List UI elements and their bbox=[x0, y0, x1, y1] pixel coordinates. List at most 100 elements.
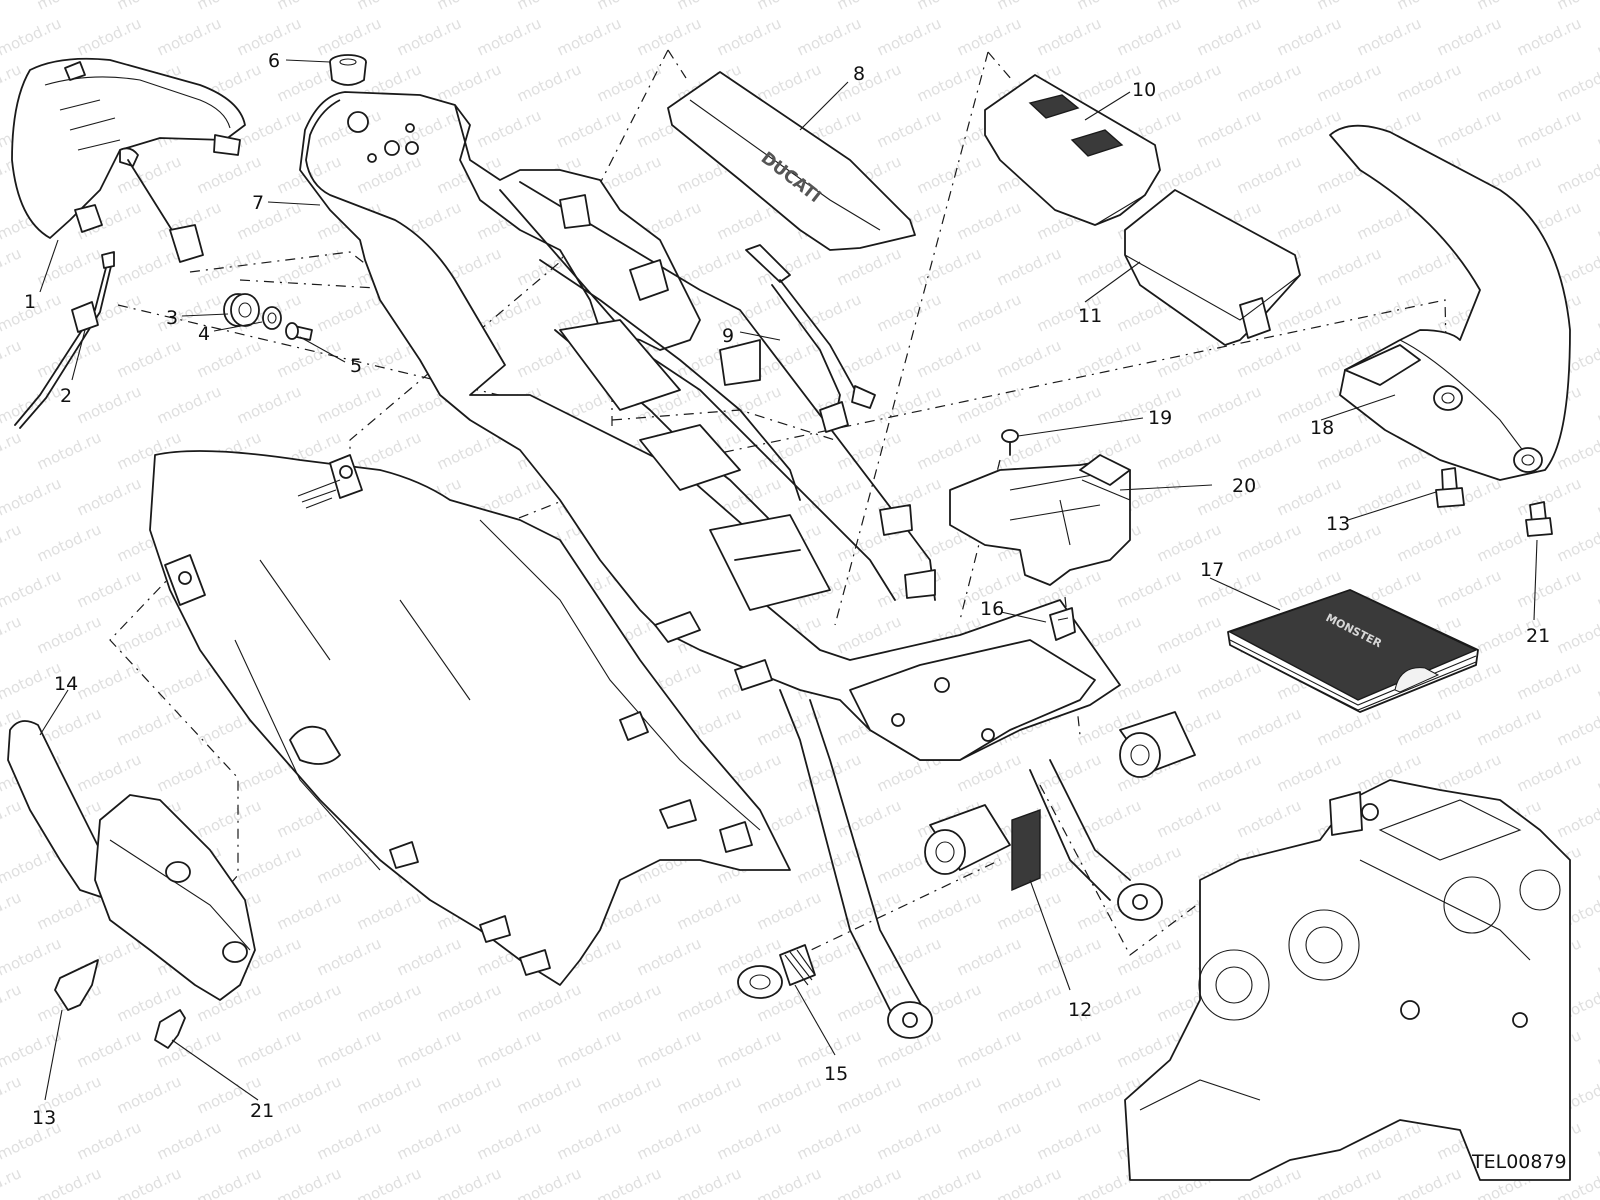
watermark-text: motod.ru bbox=[674, 244, 744, 289]
watermark-text: motod.ru bbox=[1434, 750, 1504, 795]
watermark-text: motod.ru bbox=[394, 1118, 464, 1163]
watermark-text: motod.ru bbox=[1314, 244, 1384, 289]
watermark-text: motod.ru bbox=[754, 0, 824, 14]
callout-3: 3 bbox=[166, 307, 178, 329]
watermark-text: motod.ru bbox=[394, 1026, 464, 1071]
watermark-text: motod.ru bbox=[1594, 382, 1600, 427]
watermark-text: motod.ru bbox=[354, 428, 424, 473]
watermark-text: motod.ru bbox=[954, 1118, 1024, 1163]
watermark-text: motod.ru bbox=[394, 106, 464, 151]
watermark-text: motod.ru bbox=[114, 336, 184, 381]
watermark-text: motod.ru bbox=[594, 1164, 664, 1200]
watermark-text: motod.ru bbox=[954, 382, 1024, 427]
watermark-text: motod.ru bbox=[354, 980, 424, 1025]
watermark-text: motod.ru bbox=[74, 566, 144, 611]
watermark-text: motod.ru bbox=[674, 888, 744, 933]
watermark-text: motod.ru bbox=[0, 1164, 24, 1200]
watermark-text: motod.ru bbox=[754, 1164, 824, 1200]
watermark-text: motod.ru bbox=[834, 428, 904, 473]
watermark-text: motod.ru bbox=[1154, 428, 1224, 473]
watermark-text: motod.ru bbox=[1274, 198, 1344, 243]
watermark-text: motod.ru bbox=[1474, 60, 1544, 105]
watermark-text: motod.ru bbox=[594, 60, 664, 105]
watermark-text: motod.ru bbox=[1314, 60, 1384, 105]
callout-21-right: 21 bbox=[1526, 625, 1550, 647]
watermark-text: motod.ru bbox=[34, 0, 104, 14]
watermark-text: motod.ru bbox=[1074, 336, 1144, 381]
watermark-text: motod.ru bbox=[114, 0, 184, 14]
watermark-text: motod.ru bbox=[434, 1072, 504, 1117]
grommet-part-3 bbox=[223, 293, 260, 327]
watermark-text: motod.ru bbox=[554, 14, 624, 59]
watermark-text: motod.ru bbox=[1514, 14, 1584, 59]
watermark-text: motod.ru bbox=[1154, 336, 1224, 381]
watermark-text: motod.ru bbox=[1434, 566, 1504, 611]
watermark-text: motod.ru bbox=[1154, 612, 1224, 657]
watermark-text: motod.ru bbox=[34, 1164, 104, 1200]
watermark-text: motod.ru bbox=[354, 1072, 424, 1117]
watermark-text: motod.ru bbox=[1234, 796, 1304, 841]
watermark-text: motod.ru bbox=[0, 980, 24, 1025]
watermark-text: motod.ru bbox=[154, 382, 224, 427]
rear-subframe bbox=[299, 91, 1196, 1039]
watermark-text: motod.ru bbox=[634, 1118, 704, 1163]
watermark-text: motod.ru bbox=[834, 0, 904, 14]
watermark-text: motod.ru bbox=[1234, 0, 1304, 14]
watermark-text: motod.ru bbox=[1234, 60, 1304, 105]
watermark-text: motod.ru bbox=[794, 14, 864, 59]
control-unit-part-11 bbox=[1124, 189, 1301, 346]
watermark-text: motod.ru bbox=[1114, 842, 1184, 887]
watermark-text: motod.ru bbox=[594, 0, 664, 14]
watermark-text: motod.ru bbox=[0, 428, 24, 473]
callout-17: 17 bbox=[1200, 559, 1224, 581]
cable-tie-part-2 bbox=[14, 251, 115, 429]
callout-6: 6 bbox=[268, 50, 280, 72]
watermark-text: motod.ru bbox=[1034, 750, 1104, 795]
watermark-text: motod.ru bbox=[914, 0, 984, 14]
watermark-text: motod.ru bbox=[1594, 934, 1600, 979]
watermark-text: motod.ru bbox=[1114, 658, 1184, 703]
watermark-text: motod.ru bbox=[994, 336, 1064, 381]
watermark-text: motod.ru bbox=[634, 934, 704, 979]
watermark-text: motod.ru bbox=[0, 612, 24, 657]
watermark-text: motod.ru bbox=[1314, 1164, 1384, 1200]
watermark-text: motod.ru bbox=[354, 1164, 424, 1200]
watermark-text: motod.ru bbox=[1554, 60, 1600, 105]
watermark-text: motod.ru bbox=[914, 1072, 984, 1117]
watermark-text: motod.ru bbox=[234, 1118, 304, 1163]
watermark-text: motod.ru bbox=[1274, 290, 1344, 335]
watermark-text: motod.ru bbox=[1154, 152, 1224, 197]
watermark-text: motod.ru bbox=[114, 1072, 184, 1117]
watermark-text: motod.ru bbox=[1554, 0, 1600, 14]
watermark-text: motod.ru bbox=[74, 658, 144, 703]
watermark-text: motod.ru bbox=[154, 750, 224, 795]
watermark-text: motod.ru bbox=[714, 14, 784, 59]
watermark-text: motod.ru bbox=[0, 0, 24, 14]
watermark-text: motod.ru bbox=[1314, 704, 1384, 749]
watermark-text: motod.ru bbox=[1514, 106, 1584, 151]
watermark-text: motod.ru bbox=[874, 1118, 944, 1163]
callout-7: 7 bbox=[252, 192, 264, 214]
callout-9: 9 bbox=[722, 325, 734, 347]
watermark-text: motod.ru bbox=[274, 1164, 344, 1200]
watermark-text: motod.ru bbox=[274, 1072, 344, 1117]
watermark-text: motod.ru bbox=[1074, 796, 1144, 841]
watermark-text: motod.ru bbox=[1234, 152, 1304, 197]
part-number-callouts: 1 2 3 4 5 6 7 8 9 10 11 12 13 13 14 15 1… bbox=[24, 50, 1550, 1129]
watermark-text: motod.ru bbox=[474, 106, 544, 151]
watermark-text: motod.ru bbox=[34, 612, 104, 657]
watermark-text: motod.ru bbox=[834, 796, 904, 841]
watermark-text: motod.ru bbox=[1354, 290, 1424, 335]
watermark-text: motod.ru bbox=[994, 1164, 1064, 1200]
watermark-text: motod.ru bbox=[674, 1072, 744, 1117]
watermark-text: motod.ru bbox=[114, 244, 184, 289]
watermark-text: motod.ru bbox=[74, 474, 144, 519]
watermark-text: motod.ru bbox=[0, 474, 64, 519]
watermark-text: motod.ru bbox=[1114, 14, 1184, 59]
watermark-text: motod.ru bbox=[874, 14, 944, 59]
watermark-text: motod.ru bbox=[874, 290, 944, 335]
watermark-text: motod.ru bbox=[1594, 658, 1600, 703]
watermark-text: motod.ru bbox=[274, 980, 344, 1025]
watermark-text: motod.ru bbox=[554, 1118, 624, 1163]
watermark-text: motod.ru bbox=[0, 1072, 24, 1117]
